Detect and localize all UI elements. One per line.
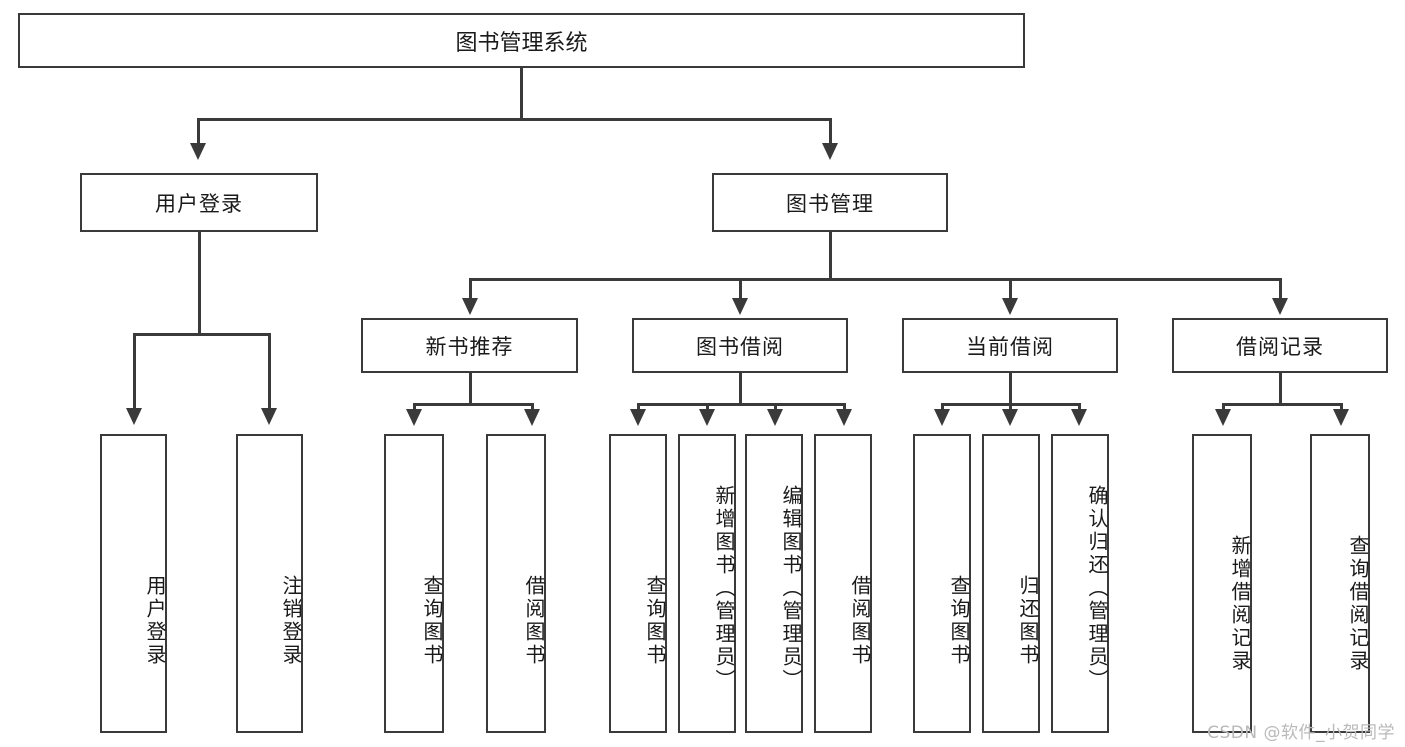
leaf-book-borrow-edit-book[interactable]: 编辑图书（管理员） xyxy=(745,434,803,733)
node-label: 查询借阅记录 xyxy=(1346,534,1370,673)
arrowhead-current-borrow-to-leaf-2 xyxy=(1002,409,1018,426)
connector-root-to-book-manage xyxy=(829,118,832,146)
connector-root-bus xyxy=(197,118,832,121)
leaf-current-borrow-return-book[interactable]: 归还图书 xyxy=(982,434,1040,733)
connector-current-borrow-to-leaf-2 xyxy=(1009,403,1012,412)
connector-borrow-record-to-leaf-1 xyxy=(1222,403,1225,412)
arrowhead-root-to-book-manage xyxy=(822,143,838,160)
connector-root-stem xyxy=(520,68,523,120)
leaf-user-login-logout[interactable]: 注销登录 xyxy=(236,434,303,733)
leaf-current-borrow-confirm-return[interactable]: 确认归还（管理员） xyxy=(1051,434,1109,733)
connector-book-borrow-to-leaf-3 xyxy=(774,403,777,412)
node-book-borrow[interactable]: 图书借阅 xyxy=(632,318,848,373)
node-book-manage[interactable]: 图书管理 xyxy=(712,173,948,232)
connector-book-borrow-to-leaf-4 xyxy=(843,403,846,412)
arrowhead-book-borrow-to-leaf-3 xyxy=(767,409,783,426)
arrowhead-book-manage-to-record xyxy=(1272,298,1288,315)
leaf-user-login-login[interactable]: 用户登录 xyxy=(100,434,167,733)
connector-book-manage-to-borrow xyxy=(739,278,742,301)
connector-book-borrow-to-leaf-2 xyxy=(706,403,709,412)
arrowhead-book-manage-to-current xyxy=(1002,298,1018,315)
connector-new-book-to-leaf-1 xyxy=(413,403,416,412)
arrowhead-current-borrow-to-leaf-1 xyxy=(934,409,950,426)
connector-new-book-stem xyxy=(469,373,472,405)
node-label: 查询图书 xyxy=(643,574,667,667)
leaf-borrow-record-query-record[interactable]: 查询借阅记录 xyxy=(1310,434,1370,733)
node-label: 新增图书（管理员） xyxy=(712,485,736,692)
connector-current-borrow-stem xyxy=(1009,373,1012,405)
connector-user-login-stem xyxy=(198,232,201,335)
arrowhead-book-borrow-to-leaf-1 xyxy=(630,409,646,426)
leaf-book-borrow-borrow-book[interactable]: 借阅图书 xyxy=(814,434,872,733)
arrowhead-borrow-record-to-leaf-2 xyxy=(1333,409,1349,426)
connector-user-login-to-leaf-2 xyxy=(268,333,271,411)
node-user-login[interactable]: 用户登录 xyxy=(80,173,318,232)
node-label: 借阅图书 xyxy=(522,574,546,667)
connector-user-login-bus xyxy=(133,333,270,336)
node-label: 查询图书 xyxy=(420,574,444,667)
connector-root-to-user-login xyxy=(197,118,200,146)
arrowhead-book-manage-to-borrow xyxy=(732,298,748,315)
node-label: 归还图书 xyxy=(1016,574,1040,667)
connector-book-manage-stem xyxy=(829,232,832,280)
node-label: 用户登录 xyxy=(143,574,167,667)
node-new-book-recommend[interactable]: 新书推荐 xyxy=(361,318,578,373)
arrowhead-new-book-to-leaf-2 xyxy=(524,409,540,426)
leaf-current-borrow-query-book[interactable]: 查询图书 xyxy=(913,434,971,733)
arrowhead-root-to-user-login xyxy=(190,143,206,160)
arrowhead-user-login-to-leaf-1 xyxy=(126,408,142,425)
connector-book-manage-to-record xyxy=(1279,278,1282,301)
arrowhead-borrow-record-to-leaf-1 xyxy=(1215,409,1231,426)
node-label: 查询图书 xyxy=(947,574,971,667)
connector-book-borrow-to-leaf-1 xyxy=(637,403,640,412)
node-label: 图书管理 xyxy=(786,191,874,216)
node-label: 借阅记录 xyxy=(1236,334,1324,359)
node-label: 用户登录 xyxy=(155,191,243,216)
node-label: 新增借阅记录 xyxy=(1228,534,1252,673)
connector-new-book-bus xyxy=(413,403,533,406)
connector-book-manage-to-current xyxy=(1009,278,1012,301)
node-root-system[interactable]: 图书管理系统 xyxy=(18,13,1025,68)
arrowhead-book-borrow-to-leaf-4 xyxy=(836,409,852,426)
connector-borrow-record-stem xyxy=(1279,373,1282,405)
arrowhead-book-borrow-to-leaf-2 xyxy=(699,409,715,426)
connector-borrow-record-bus xyxy=(1222,403,1342,406)
node-label: 编辑图书（管理员） xyxy=(779,485,803,692)
connector-book-manage-bus xyxy=(469,278,1281,281)
arrowhead-new-book-to-leaf-1 xyxy=(406,409,422,426)
connector-book-borrow-bus xyxy=(637,403,845,406)
node-label: 注销登录 xyxy=(279,574,303,667)
connector-current-borrow-to-leaf-1 xyxy=(941,403,944,412)
node-borrow-record[interactable]: 借阅记录 xyxy=(1172,318,1388,373)
arrowhead-user-login-to-leaf-2 xyxy=(261,408,277,425)
leaf-new-book-query-book[interactable]: 查询图书 xyxy=(384,434,444,733)
node-label: 确认归还（管理员） xyxy=(1085,485,1109,692)
connector-borrow-record-to-leaf-2 xyxy=(1340,403,1343,412)
connector-user-login-to-leaf-1 xyxy=(133,333,136,411)
node-label: 图书借阅 xyxy=(696,334,784,359)
connector-book-manage-to-new-book xyxy=(469,278,472,301)
connector-book-borrow-stem xyxy=(739,373,742,405)
connector-current-borrow-to-leaf-3 xyxy=(1078,403,1081,412)
node-current-borrow[interactable]: 当前借阅 xyxy=(902,318,1118,373)
node-label: 借阅图书 xyxy=(848,574,872,667)
node-label: 图书管理系统 xyxy=(455,30,588,56)
leaf-book-borrow-add-book[interactable]: 新增图书（管理员） xyxy=(678,434,736,733)
connector-new-book-to-leaf-2 xyxy=(531,403,534,412)
arrowhead-current-borrow-to-leaf-3 xyxy=(1071,409,1087,426)
arrowhead-book-manage-to-new-book xyxy=(462,298,478,315)
node-label: 当前借阅 xyxy=(966,334,1054,359)
node-label: 新书推荐 xyxy=(425,334,514,359)
leaf-borrow-record-add-record[interactable]: 新增借阅记录 xyxy=(1192,434,1252,733)
leaf-new-book-borrow-book[interactable]: 借阅图书 xyxy=(486,434,546,733)
leaf-book-borrow-query-book[interactable]: 查询图书 xyxy=(609,434,667,733)
